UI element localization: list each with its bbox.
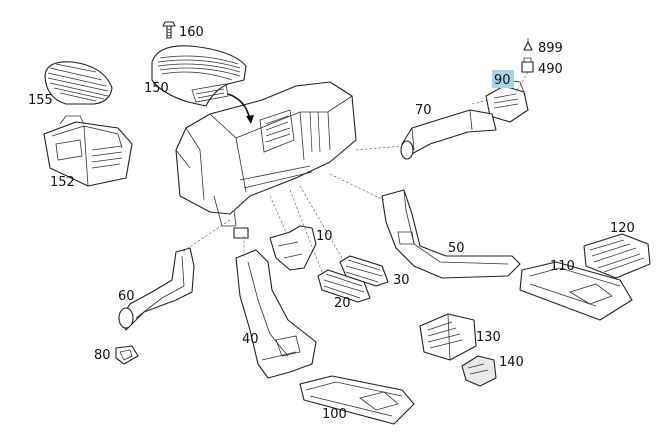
part-20-duct[interactable]: [317, 269, 371, 303]
part-140-actuator[interactable]: [461, 355, 497, 387]
callout-155: 155: [28, 93, 53, 108]
part-70-duct[interactable]: [400, 109, 497, 160]
part-120-grille[interactable]: [583, 233, 651, 279]
part-10-connector-duct[interactable]: [269, 225, 317, 271]
callout-120: 120: [610, 221, 635, 236]
part-130-vent-module[interactable]: [419, 313, 477, 361]
assembly-arrow-head: [246, 115, 254, 124]
callout-50: 50: [448, 241, 465, 256]
callout-110: 110: [550, 259, 575, 274]
callout-899: 899: [538, 41, 563, 56]
callout-160: 160: [179, 25, 204, 40]
part-160-screw[interactable]: [162, 21, 176, 39]
callout-140: 140: [499, 355, 524, 370]
part-80-clip[interactable]: [115, 345, 139, 365]
callout-90-highlight: [492, 70, 514, 88]
callout-80: 80: [94, 348, 111, 363]
callout-100: 100: [322, 407, 347, 422]
part-150-center-grille[interactable]: [151, 45, 247, 107]
part-40-tall-duct[interactable]: [235, 249, 317, 379]
part-50-floor-duct[interactable]: [381, 189, 521, 279]
leader-lines: [181, 71, 529, 273]
part-155-oval-grille[interactable]: [44, 61, 113, 105]
callout-10: 10: [316, 229, 333, 244]
part-152-vent-assembly[interactable]: [43, 115, 133, 187]
callout-90: 90: [494, 73, 511, 88]
hvac-housing[interactable]: [175, 81, 357, 239]
callout-490: 490: [538, 62, 563, 77]
part-490-nut[interactable]: [521, 57, 534, 73]
callout-130: 130: [476, 330, 501, 345]
callout-150: 150: [144, 81, 169, 96]
part-899-clip[interactable]: [523, 38, 533, 51]
callout-70: 70: [415, 103, 432, 118]
callout-40: 40: [242, 332, 259, 347]
callout-30: 30: [393, 273, 410, 288]
callout-60: 60: [118, 289, 135, 304]
part-100-floor-panel[interactable]: [299, 375, 415, 425]
callout-20: 20: [334, 296, 351, 311]
part-60-curved-duct[interactable]: [118, 247, 195, 331]
part-110-rear-panel[interactable]: [519, 261, 633, 321]
callout-152: 152: [50, 175, 75, 190]
